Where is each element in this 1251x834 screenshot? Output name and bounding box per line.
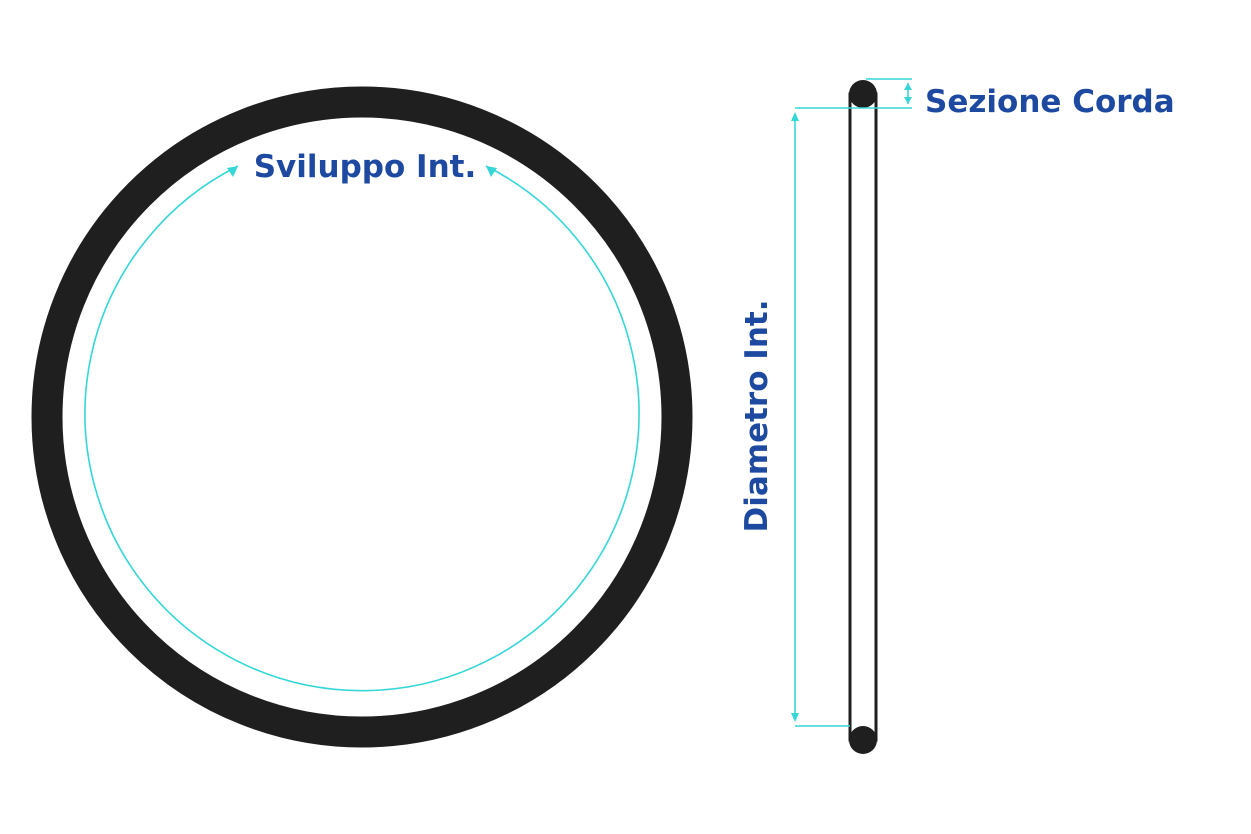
inner-development-label: Sviluppo Int. <box>254 149 477 185</box>
inner-diameter-arrow-bottom <box>791 713 799 722</box>
ring-body <box>31 86 693 748</box>
side-view-bottom-end <box>849 726 877 754</box>
side-view-body <box>848 92 878 742</box>
ring-side-view <box>848 80 878 754</box>
inner-development-arc <box>84 165 640 692</box>
inner-development-arrow-right <box>486 166 497 177</box>
inner-diameter-label: Diametro Int. <box>739 300 775 533</box>
cross-section-label: Sezione Corda <box>925 84 1175 120</box>
side-view-top-end <box>849 80 877 108</box>
cross-section-dimension: Sezione Corda <box>866 78 1175 120</box>
inner-development-arrow-left <box>227 166 238 177</box>
inner-diameter-dimension: Diametro Int. <box>739 107 912 727</box>
cross-section-arrow-top <box>904 83 912 90</box>
inner-development-dimension: Sviluppo Int. <box>84 149 640 692</box>
ring-front-view <box>31 86 693 748</box>
cross-section-arrow-bottom <box>904 97 912 104</box>
inner-diameter-arrow-top <box>791 112 799 121</box>
